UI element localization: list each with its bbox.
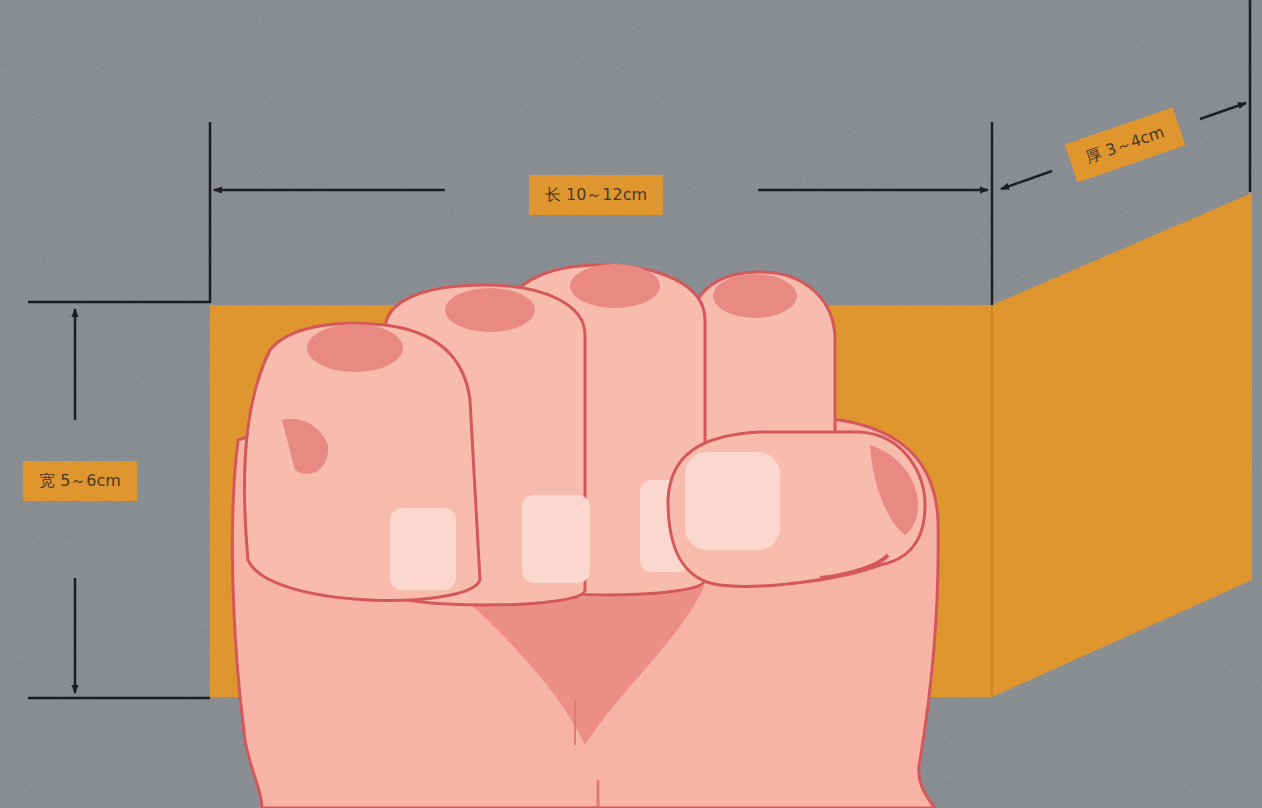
dimension-lines (28, 0, 1250, 698)
block-side (992, 193, 1252, 697)
thickness-dimension: 厚 3～4cm (1065, 108, 1186, 183)
block-edge (991, 305, 993, 697)
width-dimension: 宽 5～6cm (23, 461, 137, 501)
length-dimension: 长 10～12cm (529, 175, 663, 215)
fist (232, 264, 938, 808)
